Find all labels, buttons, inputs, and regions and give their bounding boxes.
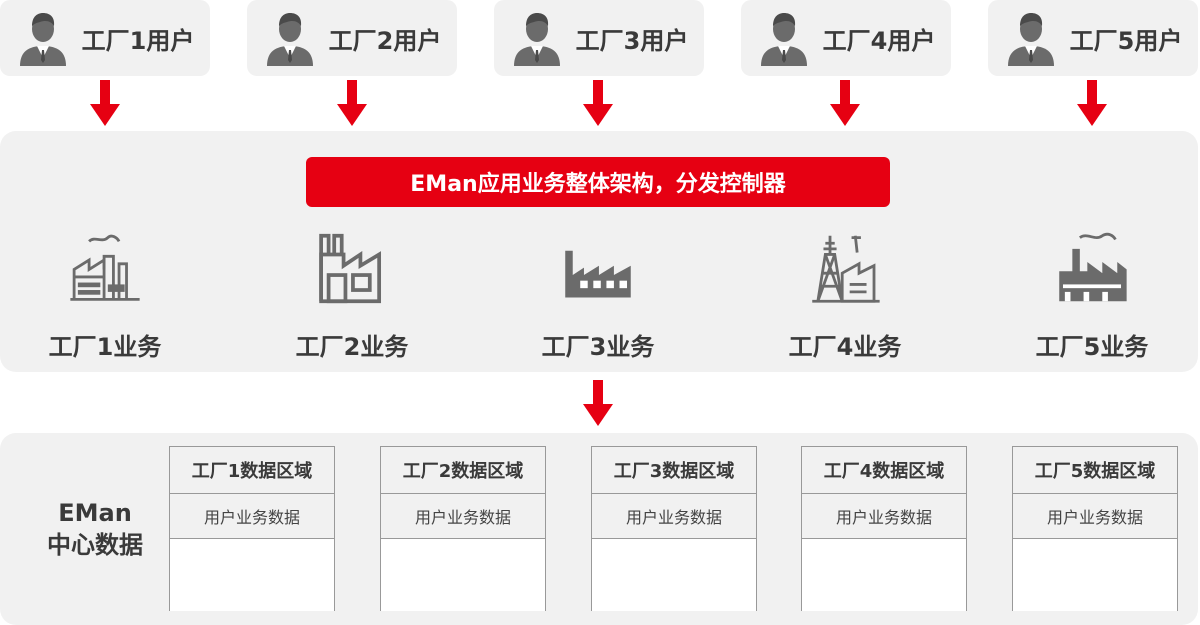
factory-label: 工厂3业务 xyxy=(541,333,655,361)
factory-smoke-icon xyxy=(1053,232,1131,305)
region-title: 工厂1数据区域 xyxy=(170,447,334,494)
factory-sawtooth-icon xyxy=(313,232,391,305)
region-title: 工厂4数据区域 xyxy=(802,447,966,494)
user-box-4: 工厂4用户 xyxy=(741,0,951,76)
down-arrow-icon xyxy=(830,80,860,126)
data-region-3: 工厂3数据区域 用户业务数据 xyxy=(591,446,757,611)
user-box-2: 工厂2用户 xyxy=(247,0,457,76)
factory-label: 工厂5业务 xyxy=(1035,333,1149,361)
user-icon xyxy=(1004,10,1058,66)
user-icon xyxy=(757,10,811,66)
user-icon xyxy=(263,10,317,66)
data-center-label: EMan 中心数据 xyxy=(40,497,150,561)
region-empty-row xyxy=(592,539,756,611)
down-arrow-icon xyxy=(337,80,367,126)
factory-business-3: 工厂3业务 xyxy=(508,232,688,362)
factory-solid-icon xyxy=(559,232,637,305)
region-empty-row xyxy=(381,539,545,611)
user-label: 工厂2用户 xyxy=(328,26,442,55)
user-box-5: 工厂5用户 xyxy=(988,0,1198,76)
user-label: 工厂5用户 xyxy=(1069,26,1183,55)
factory-business-1: 工厂1业务 xyxy=(15,232,195,362)
down-arrow-icon xyxy=(583,380,613,426)
region-row: 用户业务数据 xyxy=(170,494,334,539)
user-label: 工厂1用户 xyxy=(81,26,195,55)
region-row: 用户业务数据 xyxy=(592,494,756,539)
region-row: 用户业务数据 xyxy=(381,494,545,539)
data-center-label-line1: EMan xyxy=(58,499,132,527)
region-title: 工厂3数据区域 xyxy=(592,447,756,494)
region-empty-row xyxy=(802,539,966,611)
factory-label: 工厂2业务 xyxy=(295,333,409,361)
factory-label: 工厂4业务 xyxy=(788,333,902,361)
user-icon xyxy=(16,10,70,66)
region-row: 用户业务数据 xyxy=(802,494,966,539)
factory-business-4: 工厂4业务 xyxy=(755,232,935,362)
user-box-1: 工厂1用户 xyxy=(0,0,210,76)
region-title: 工厂2数据区域 xyxy=(381,447,545,494)
region-empty-row xyxy=(170,539,334,611)
down-arrow-icon xyxy=(583,80,613,126)
user-box-3: 工厂3用户 xyxy=(494,0,704,76)
distribution-controller-banner: EMan应用业务整体架构，分发控制器 xyxy=(306,157,890,207)
data-center-label-line2: 中心数据 xyxy=(47,531,143,559)
data-region-1: 工厂1数据区域 用户业务数据 xyxy=(169,446,335,611)
data-region-4: 工厂4数据区域 用户业务数据 xyxy=(801,446,967,611)
data-region-2: 工厂2数据区域 用户业务数据 xyxy=(380,446,546,611)
factory-business-5: 工厂5业务 xyxy=(1002,232,1182,362)
down-arrow-icon xyxy=(90,80,120,126)
user-label: 工厂3用户 xyxy=(575,26,689,55)
user-label: 工厂4用户 xyxy=(822,26,936,55)
factory-label: 工厂1业务 xyxy=(48,333,162,361)
down-arrow-icon xyxy=(1077,80,1107,126)
factory-business-2: 工厂2业务 xyxy=(262,232,442,362)
factory-tower-icon xyxy=(806,232,884,305)
data-region-5: 工厂5数据区域 用户业务数据 xyxy=(1012,446,1178,611)
region-row: 用户业务数据 xyxy=(1013,494,1177,539)
user-icon xyxy=(510,10,564,66)
factory-chimney-icon xyxy=(66,232,144,305)
region-empty-row xyxy=(1013,539,1177,611)
region-title: 工厂5数据区域 xyxy=(1013,447,1177,494)
